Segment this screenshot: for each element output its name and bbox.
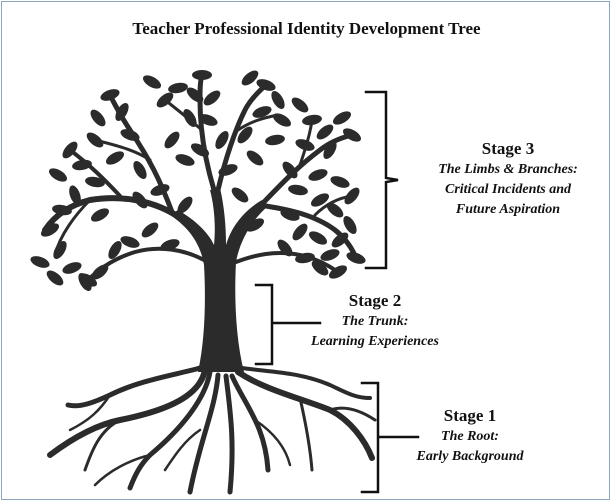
leaf-53 [326,202,344,218]
leaf-17 [120,129,140,141]
leaf-14 [100,89,120,101]
stage-3-label: Stage 3 The Limbs & Branches: Critical I… [408,138,608,220]
leaf-32 [215,130,229,150]
leaf-9 [72,159,92,171]
stage-3-heading: Stage 3 [481,139,535,158]
diagram-title: Teacher Professional Identity Developmen… [132,19,481,38]
leaf-43 [291,97,309,113]
tree-trunk [170,188,268,372]
leaf-40 [237,126,253,144]
leaf-65 [295,252,315,264]
tree-roots [47,365,377,495]
leaf-24 [183,108,197,128]
leaf-39 [272,113,292,127]
leaf-72 [160,239,180,251]
leaf-11 [69,185,81,205]
leaf-7 [62,141,78,159]
leaf-74 [231,187,249,203]
stage-2-heading: Stage 2 [348,291,402,310]
leaf-64 [311,260,329,276]
stage-1-line-2: Early Background [416,449,524,464]
leaf-51 [344,187,360,205]
leaf-25 [164,131,180,149]
leaf-70 [78,273,98,287]
stage3-bracket [364,90,399,270]
leaf-46 [323,140,337,160]
leaf-49 [342,128,362,142]
leaf-18 [105,151,125,165]
stage-3-line-3: Future Aspiration [455,202,561,217]
stage-2-label: Stage 2 The Trunk: Learning Experiences [280,290,470,352]
leaf-76 [265,134,285,146]
leaf-23 [168,82,188,94]
leaf-56 [346,252,366,264]
leaf-63 [328,265,348,279]
leaf-13 [52,204,72,216]
leaf-69 [108,240,122,260]
leaf-37 [271,90,285,110]
leaf-45 [295,139,315,151]
leaf-29 [186,87,204,103]
leaf-44 [316,124,334,140]
leaf-19 [133,160,147,180]
stage1-bracket [360,381,420,494]
leaf-73 [245,218,265,232]
leaf-22 [142,75,162,89]
stage-1-heading: Stage 1 [443,406,497,425]
leaf-36 [241,70,259,86]
leaf-60 [308,231,328,245]
leaf-35 [256,79,276,91]
leaf-28 [192,70,212,80]
leaf-67 [141,222,159,238]
leaf-59 [320,249,340,261]
leaf-4 [62,262,82,274]
leaf-1 [30,256,50,268]
leaf-54 [310,193,330,207]
tree-leaves [30,70,366,292]
stage2-bracket [254,283,322,366]
leaf-6 [91,264,109,280]
leaf-62 [280,209,300,221]
stage-3-line-2: Critical Incidents and [444,182,572,197]
leaf-15 [90,109,106,127]
leaf-0 [40,223,60,237]
leaf-38 [252,106,272,118]
leaf-52 [330,176,350,188]
stage-1-line-1: The Root: [441,429,499,444]
leaf-34 [218,164,238,176]
stage-1-label: Stage 1 The Root: Early Background [395,405,545,467]
leaf-33 [190,143,210,157]
leaf-26 [175,154,195,166]
leaf-31 [198,114,218,126]
tree-branches [42,72,359,282]
leaf-58 [343,215,357,235]
leaf-42 [302,114,322,126]
leaf-16 [115,102,129,122]
leaf-57 [331,232,349,248]
leaf-30 [203,90,221,106]
leaf-48 [308,169,328,181]
leaf-61 [292,223,308,241]
leaf-68 [120,236,140,248]
leaf-50 [332,111,352,125]
leaf-3 [46,270,64,286]
leaf-66 [277,239,293,257]
leaf-2 [53,240,67,260]
leaf-27 [150,184,170,196]
leaf-12 [90,208,110,222]
leaf-41 [246,150,264,166]
leaf-75 [177,196,193,214]
leaf-47 [282,161,298,179]
leaf-55 [288,184,308,196]
stage-2-line-2: Learning Experiences [311,334,439,349]
stage-3-line-1: The Limbs & Branches: [438,162,578,177]
leaf-10 [86,132,104,148]
leaf-20 [85,176,105,188]
leaf-8 [48,168,68,182]
leaf-21 [156,92,174,108]
leaf-71 [132,191,148,209]
stage-2-line-1: The Trunk: [341,314,409,329]
